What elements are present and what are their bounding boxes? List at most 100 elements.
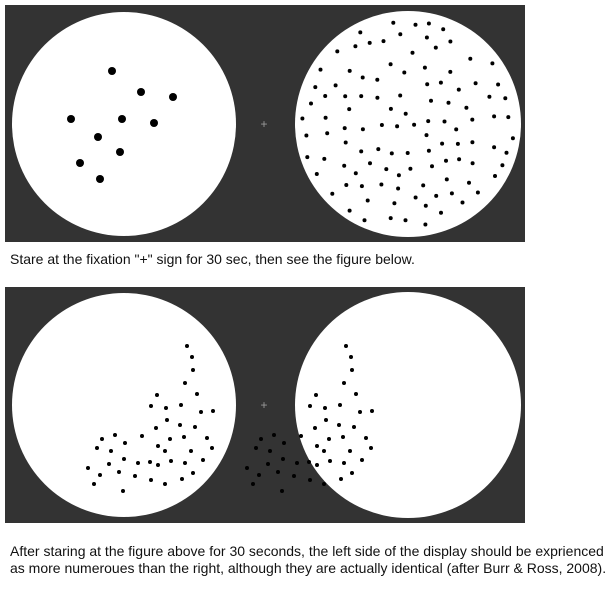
test-left-dot	[190, 355, 194, 359]
dense-dot	[412, 122, 417, 127]
dense-dot	[413, 195, 418, 200]
dense-dot	[454, 127, 459, 132]
dense-dot	[493, 174, 497, 178]
left-test-dots	[86, 344, 215, 493]
dense-dot	[500, 163, 505, 168]
sparse-dot	[108, 67, 116, 75]
test-right-dot	[315, 444, 319, 448]
dense-dot	[347, 68, 352, 73]
fixation-cross: +	[260, 398, 267, 412]
dense-dot	[475, 190, 480, 195]
test-right-dot	[268, 449, 272, 453]
test-right-dot	[337, 423, 341, 427]
test-right-dot	[299, 434, 303, 438]
dense-dot	[360, 75, 365, 80]
dense-dot	[460, 200, 465, 205]
instruction-caption: Stare at the fixation "+" sign for 30 se…	[10, 251, 415, 267]
right-adapt-disc	[295, 11, 521, 237]
test-right-dot	[339, 477, 343, 481]
dense-dot	[342, 163, 347, 168]
test-left-dot	[98, 473, 102, 477]
dense-dot	[504, 150, 509, 155]
test-right-dot	[327, 437, 331, 441]
test-left-dot	[121, 489, 125, 493]
dense-dot	[379, 182, 384, 187]
dense-dot	[389, 151, 394, 156]
test-left-dot	[148, 460, 152, 464]
test-right-dot	[350, 471, 354, 475]
dense-dot	[473, 81, 478, 86]
dense-dot	[359, 94, 364, 99]
test-left-dot	[165, 418, 169, 422]
dense-dot	[430, 164, 434, 169]
dense-dot	[314, 172, 319, 176]
test-left-dot	[201, 458, 205, 462]
test-left-dot	[136, 461, 140, 465]
dense-dot	[510, 136, 515, 141]
test-right-dot	[295, 461, 299, 465]
dense-dot	[470, 117, 475, 122]
sparse-dot	[169, 93, 177, 101]
dense-dot	[375, 95, 380, 100]
dense-dot	[398, 32, 403, 37]
dense-dot	[434, 193, 439, 198]
test-left-dot	[156, 444, 160, 448]
dense-dot	[365, 198, 370, 203]
dense-dot	[344, 183, 349, 187]
left-test-disc	[12, 293, 236, 517]
dense-dot	[322, 156, 327, 161]
dense-dot	[379, 123, 384, 127]
test-right-dot	[349, 355, 353, 359]
dense-dot	[388, 106, 393, 111]
test-right-dot	[281, 457, 285, 461]
sparse-dot	[94, 133, 102, 141]
test-right-dot	[276, 470, 280, 474]
test-left-dot	[117, 470, 121, 474]
dense-dot	[449, 191, 454, 196]
test-left-dot	[205, 436, 209, 440]
dense-dot	[347, 208, 352, 213]
dense-dot	[423, 222, 428, 227]
test-right-dot	[322, 482, 326, 486]
test-left-dot	[95, 446, 99, 450]
test-left-dot	[123, 441, 127, 445]
dense-dot	[347, 107, 352, 112]
dense-dot	[506, 115, 511, 120]
dense-dot	[492, 114, 497, 119]
test-left-dot	[211, 409, 215, 413]
dense-dot	[440, 141, 445, 146]
dense-dot	[429, 98, 433, 103]
dense-dot	[309, 101, 313, 106]
test-left-dot	[180, 477, 184, 481]
dense-dot	[439, 210, 443, 215]
test-left-dot	[195, 392, 199, 396]
dense-dot	[396, 173, 401, 178]
dense-dot	[388, 62, 393, 67]
dense-dot	[342, 126, 347, 131]
dense-dot	[487, 94, 492, 99]
dense-dot	[468, 56, 473, 61]
dense-dot	[353, 171, 358, 176]
test-left-dot	[199, 410, 203, 414]
dense-dot	[403, 111, 408, 116]
dense-dot	[423, 203, 428, 208]
sparse-dot	[137, 88, 145, 96]
test-left-dot	[149, 478, 153, 482]
test-right-dot	[282, 441, 286, 445]
dense-dot	[367, 40, 372, 45]
test-left-dot	[189, 449, 193, 453]
dense-dot	[325, 131, 330, 136]
dense-dot	[398, 93, 403, 98]
dense-dot	[426, 21, 431, 26]
test-right-dot	[328, 459, 332, 463]
test-right-dot	[259, 437, 263, 441]
sparse-dot	[76, 159, 84, 167]
test-right-dot	[341, 435, 345, 439]
test-right-dot	[338, 403, 342, 407]
test-left-dot	[149, 404, 153, 408]
test-right-dot	[292, 474, 296, 478]
test-right-dot	[344, 344, 348, 348]
test-right-dot	[314, 393, 318, 397]
dense-dot	[457, 157, 462, 162]
dense-dot	[441, 27, 446, 32]
